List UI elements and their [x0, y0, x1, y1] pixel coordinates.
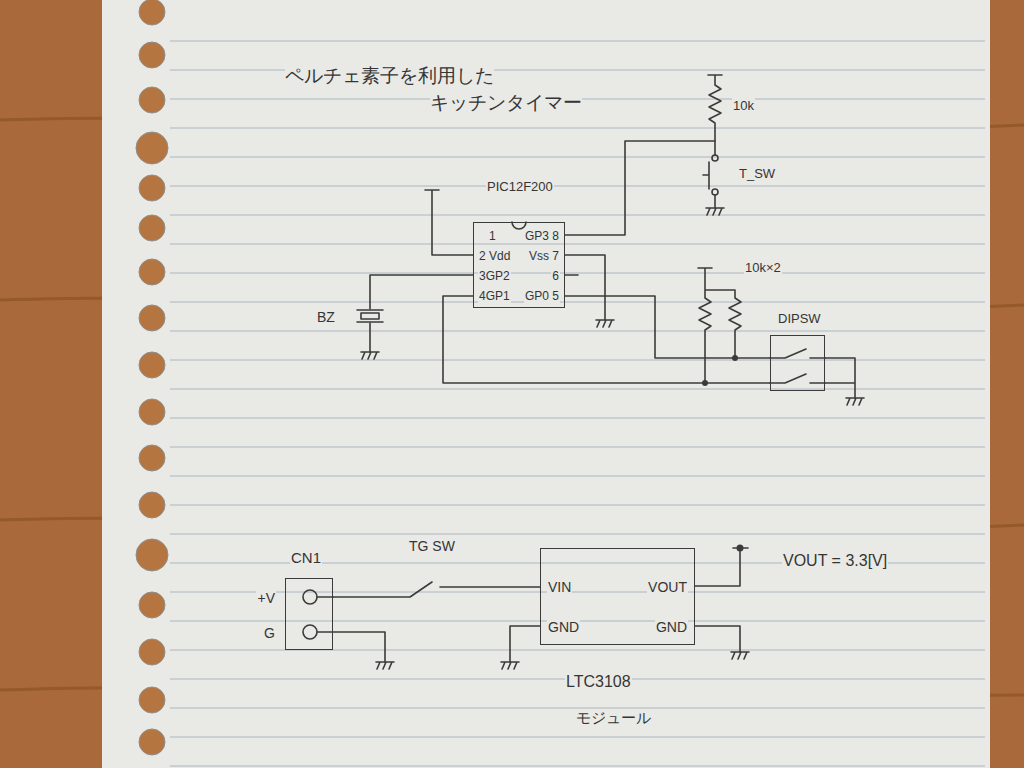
pin-label: 1: [488, 229, 497, 243]
ground-symbol: [361, 352, 379, 359]
punch-hole: [139, 87, 165, 113]
module-wire: [510, 548, 748, 662]
voltage-note: VOUT = 3.3[V]: [782, 552, 888, 570]
pin-label: GND: [547, 619, 580, 635]
pin-label: 4GP1: [478, 289, 511, 303]
punch-hole: [136, 539, 168, 571]
resistor-symbol: [698, 268, 741, 383]
wire: [443, 296, 770, 383]
paper-sheet: [102, 0, 990, 768]
switch-symbol: [703, 162, 709, 189]
punch-hole: [139, 42, 165, 68]
punch-hole: [139, 492, 165, 518]
pin-label: Vss 7: [528, 249, 560, 263]
resistor-value: 10k×2: [744, 260, 782, 275]
gp3-wire: [565, 141, 715, 235]
connector-wire: [317, 597, 385, 662]
part-name: モジュール: [575, 709, 652, 726]
punch-hole: [139, 687, 165, 713]
pin-label: G: [263, 625, 276, 641]
pin-label: 2 Vdd: [478, 249, 511, 263]
punch-hole: [139, 729, 165, 755]
punch-hole: [139, 445, 165, 471]
buzzer-wire: [370, 275, 473, 352]
wire: [333, 582, 540, 597]
title: ペルチェ素子を利用した キッチンタイマー: [285, 65, 582, 113]
punch-hole: [139, 259, 165, 285]
chip-name: PIC12F200: [486, 179, 554, 194]
punch-hole: [136, 132, 168, 164]
part-name: DIPSW: [777, 311, 822, 326]
ground-symbol: [706, 208, 724, 215]
vss-wire: [565, 255, 605, 320]
ground-symbol: [846, 398, 864, 405]
punch-hole: [139, 175, 165, 201]
dip-switch: DIPSW: [770, 335, 825, 391]
ground-symbol: [596, 320, 614, 327]
switch-name: TG SW: [408, 538, 456, 554]
buzzer-symbol: [357, 310, 383, 322]
pin-label: VIN: [547, 579, 572, 595]
ic-notch: [512, 222, 526, 229]
pin-stub: [565, 274, 578, 276]
vdd-wire: [425, 190, 473, 255]
switch-terminal: [712, 155, 718, 161]
buzzer-symbol: [361, 313, 379, 319]
resistor-symbol: [708, 75, 722, 155]
punch-hole: [139, 399, 165, 425]
punch-hole: [139, 0, 165, 25]
pin-label: GP0 5: [524, 289, 560, 303]
ground-symbol: [376, 662, 394, 669]
dip-switch-contacts: [770, 349, 825, 383]
title-block: ペルチェ素子を利用した キッチンタイマー: [285, 62, 615, 116]
ground-symbol: [731, 652, 749, 659]
ground-wire: [714, 195, 716, 208]
switch-name: T_SW: [738, 166, 776, 181]
punch-hole: [139, 352, 165, 378]
connector-pin: [303, 625, 317, 639]
pin-label: +V: [256, 590, 276, 606]
part-name: LTC3108: [565, 673, 632, 691]
part-name: BZ: [316, 309, 336, 325]
pin-label: VOUT: [647, 579, 688, 595]
junction-dot: [737, 545, 744, 552]
part-name: CN1: [290, 549, 322, 566]
wire: [565, 296, 770, 358]
punch-hole: [139, 305, 165, 331]
switch-terminal: [712, 189, 718, 195]
ruled-lines: [170, 41, 985, 766]
punch-hole: [139, 639, 165, 665]
pin-label: GP3 8: [524, 229, 560, 243]
pin-label: GND: [655, 619, 688, 635]
resistor-value: 10k: [732, 98, 755, 113]
ic-package: PIC12F20012 Vdd3GP24GP1GP3 8Vss 76GP0 5: [473, 222, 565, 308]
ground-wire: [825, 358, 855, 398]
pin-label: 6: [551, 269, 560, 283]
connector-box: CN1+VG: [285, 578, 333, 650]
connector-pin: [303, 590, 317, 604]
module-box: VINVOUTGNDGNDLTC3108モジュール: [540, 548, 695, 645]
punch-hole: [139, 592, 165, 618]
ground-symbol: [501, 662, 519, 669]
pin-label: 3GP2: [478, 269, 511, 283]
punch-hole: [139, 215, 165, 241]
